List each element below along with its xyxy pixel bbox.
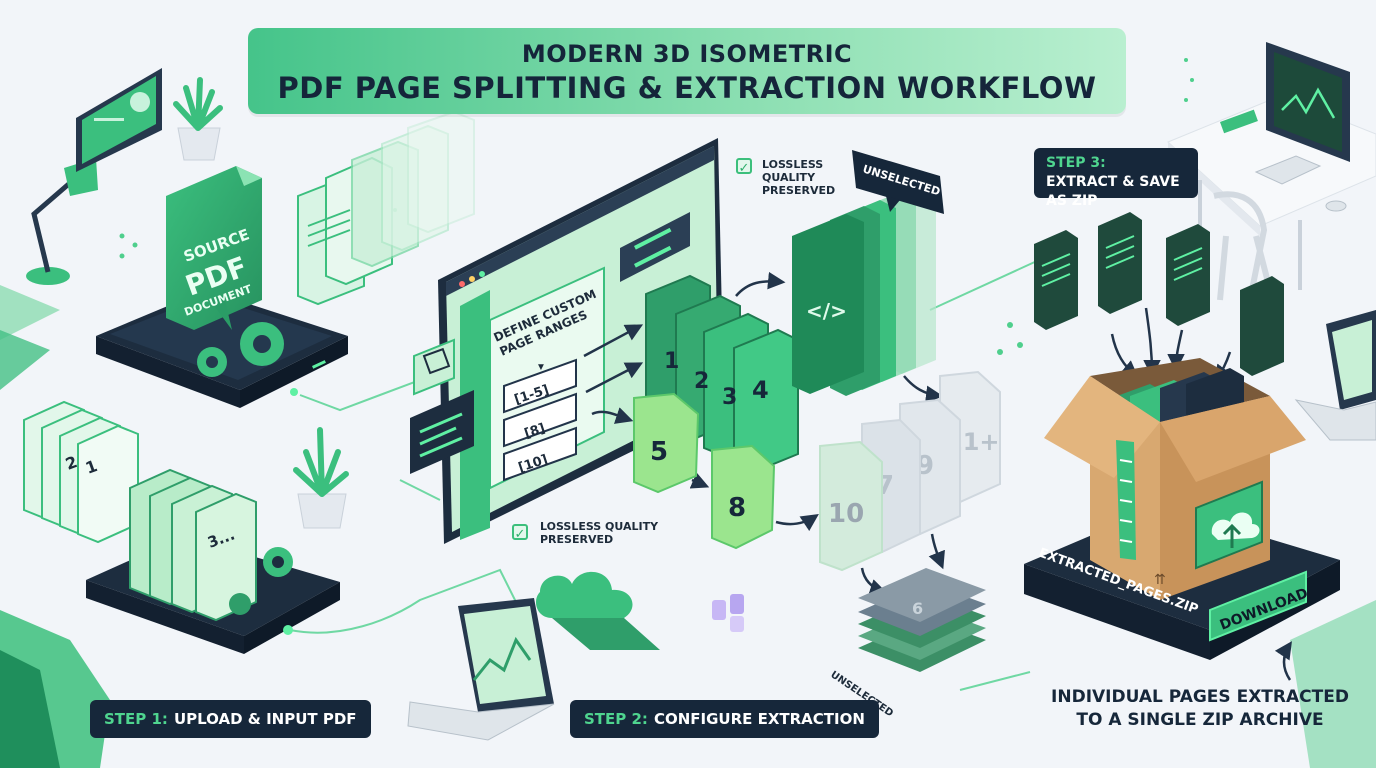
extracted-page-3: 3 (722, 385, 737, 410)
fragile-arrows-icon: ⇈ (1154, 571, 1166, 587)
plant-icon (173, 77, 223, 161)
extracted-page-1: 1 (664, 349, 679, 374)
step-2-label: CONFIGURE EXTRACTION (653, 710, 865, 728)
range-input-3[interactable] (503, 426, 577, 482)
extracted-pages: 1 2 3 4 (645, 274, 799, 474)
desk-scene (1167, 42, 1376, 301)
pile-page-number: 6 (912, 599, 923, 618)
lossless-top-1: LOSSLESS (762, 158, 824, 171)
lossless-top-3: PRESERVED (762, 184, 836, 197)
step-2-pill: STEP 2: CONFIGURE EXTRACTION (570, 700, 879, 738)
range-value-2: [8] (523, 421, 548, 442)
background-decoration (0, 58, 1376, 768)
step-3-label: EXTRACT & SAVE AS ZIP (1046, 174, 1180, 209)
source-pdf-document: SOURCE PDF DOCUMENT (166, 166, 262, 330)
lossless-note-bottom: LOSSLESS QUALITY PRESERVED (540, 520, 658, 546)
monitor-icon (76, 68, 162, 172)
window-side-widgets (410, 338, 474, 474)
range-arrow-icon: ▼ (536, 362, 546, 373)
title-line-1: MODERN 3D ISOMETRIC (521, 40, 853, 68)
selected-pages: 5 8 (633, 392, 776, 550)
gear-icon (197, 322, 284, 377)
lossless-note-top: LOSSLESS QUALITY PRESERVED (762, 158, 835, 197)
extracted-page-4: 4 (752, 376, 769, 404)
lossless-bottom-1: LOSSLESS QUALITY (540, 520, 659, 533)
step-1-label: UPLOAD & INPUT PDF (173, 710, 357, 728)
incoming-documents (1034, 212, 1284, 376)
unselected-pile: 6 (858, 568, 986, 672)
range-input-2[interactable] (503, 392, 577, 448)
title-banner: MODERN 3D ISOMETRIC PDF PAGE SPLITTING &… (248, 28, 1126, 114)
flow-connectors (289, 254, 1051, 691)
caption-line-2: TO A SINGLE ZIP ARCHIVE (1076, 710, 1324, 730)
laptop-icon (407, 598, 555, 741)
step-1-pill: STEP 1: UPLOAD & INPUT PDF (90, 700, 371, 738)
plant-icon (293, 427, 349, 529)
title-line-2: PDF PAGE SPLITTING & EXTRACTION WORKFLOW (277, 71, 1097, 105)
laptop-icon (1294, 310, 1376, 441)
step-3-pill: STEP 3: EXTRACT & SAVE AS ZIP (1034, 148, 1198, 209)
range-input-1[interactable] (503, 358, 577, 414)
unselected-pages: 11+ 9 7 10 (819, 370, 1001, 572)
lamp-icon (26, 158, 98, 285)
floating-pages (297, 110, 475, 306)
page-stack-center: 3... (129, 468, 257, 622)
decorative-tiles (712, 594, 744, 632)
check-icon: ✓ (736, 158, 752, 175)
check-icon: ✓ (512, 524, 528, 541)
cloud-icon (536, 571, 660, 650)
step-1-prefix: STEP 1: (104, 710, 168, 728)
selected-page-5: 5 (650, 437, 668, 467)
step-2-prefix: STEP 2: (584, 710, 648, 728)
code-page-stack: </> (792, 184, 936, 396)
zip-caption: INDIVIDUAL PAGES EXTRACTED TO A SINGLE Z… (1050, 686, 1350, 732)
extracted-page-2: 2 (694, 369, 709, 394)
page-stack-left: 2 1 (23, 400, 139, 544)
code-symbol: </> (806, 299, 847, 323)
unselected-page-10: 10 (828, 499, 864, 529)
zip-box-icon: ⇈ (1044, 358, 1306, 600)
lossless-top-2: QUALITY (762, 171, 816, 184)
step-3-prefix: STEP 3: (1046, 155, 1106, 171)
upload-cloud-icon (1195, 480, 1263, 570)
selected-page-8: 8 (728, 493, 746, 523)
lossless-bottom-2: PRESERVED (540, 533, 614, 546)
gear-icon (229, 547, 293, 615)
caption-line-1: INDIVIDUAL PAGES EXTRACTED (1051, 687, 1349, 707)
